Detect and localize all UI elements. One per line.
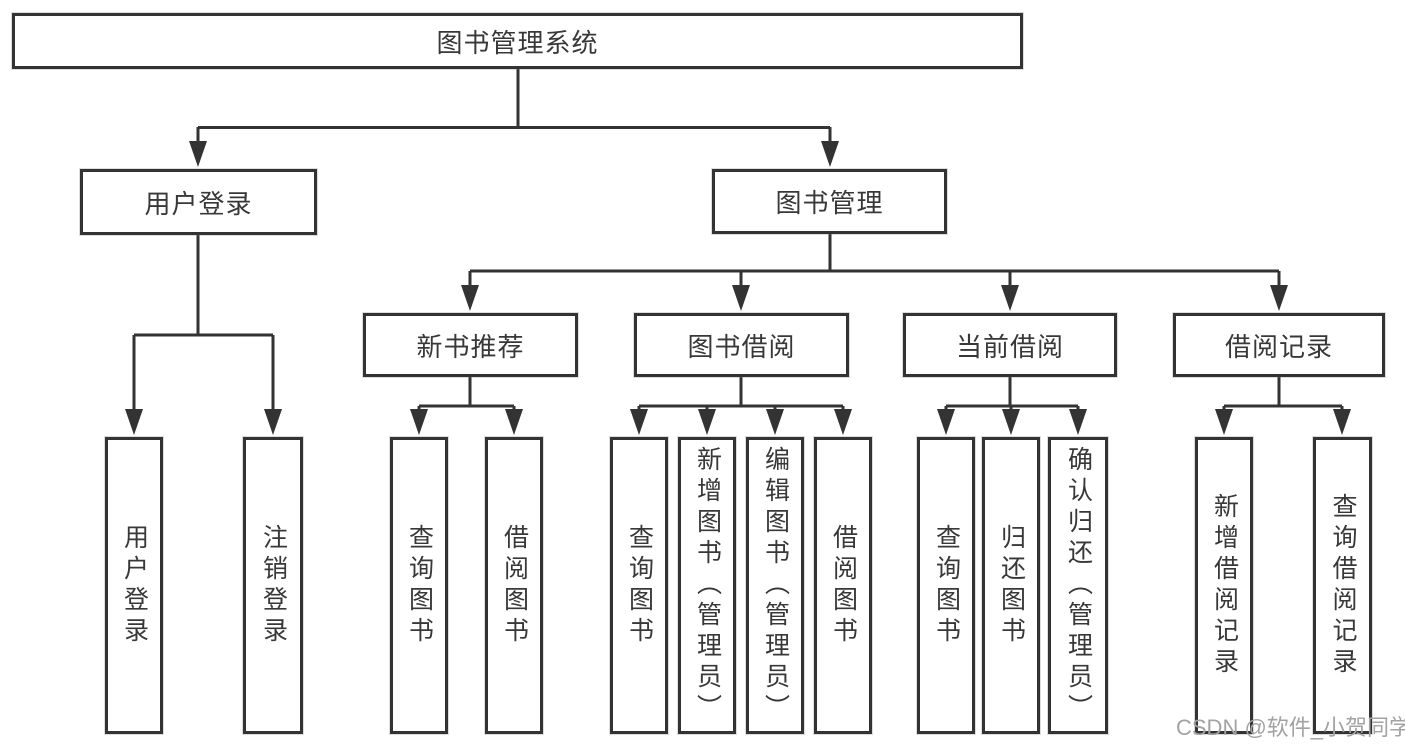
node-current-borrow-label: 当前借阅	[955, 331, 1064, 362]
leaf-return-book-label: 归还图书	[997, 523, 1026, 648]
leaf-query-borrow-record-label: 查询借阅记录	[1329, 492, 1357, 679]
leaf-user-login-label: 用户登录	[120, 523, 149, 648]
leaf-add-book-admin-label: 新增图书（管理员）	[693, 446, 722, 725]
node-root-label: 图书管理系统	[436, 27, 599, 58]
node-book-management-label: 图书管理	[775, 188, 884, 218]
node-current-borrow: 当前借阅	[903, 313, 1117, 377]
leaf-return-book: 归还图书	[982, 437, 1040, 734]
leaf-query-book-recommend: 查询图书	[390, 437, 448, 734]
leaf-query-borrow-record: 查询借阅记录	[1313, 437, 1372, 734]
node-book-management: 图书管理	[712, 169, 947, 234]
node-borrow-records: 借阅记录	[1173, 313, 1385, 377]
leaf-borrow-book-recommend: 借阅图书	[485, 437, 543, 734]
leaf-edit-book-admin: 编辑图书（管理员）	[746, 437, 804, 734]
leaf-query-book-current-label: 查询图书	[932, 523, 961, 648]
node-book-borrow: 图书借阅	[634, 313, 849, 377]
leaf-add-borrow-record-label: 新增借阅记录	[1210, 492, 1239, 679]
leaf-edit-book-admin-label: 编辑图书（管理员）	[761, 446, 790, 725]
node-borrow-records-label: 借阅记录	[1224, 331, 1333, 362]
arrowheads	[125, 141, 1351, 435]
leaf-query-book-borrow: 查询图书	[610, 437, 668, 734]
leaf-query-book-recommend-label: 查询图书	[405, 523, 434, 648]
leaf-query-book-current: 查询图书	[917, 437, 975, 734]
node-new-book-recommend-label: 新书推荐	[416, 331, 525, 362]
node-user-login: 用户登录	[80, 169, 317, 235]
leaf-user-login: 用户登录	[105, 437, 163, 734]
node-book-borrow-label: 图书借阅	[687, 331, 796, 362]
leaf-query-book-borrow-label: 查询图书	[625, 523, 654, 648]
watermark: CSDN @软件_小贺同学	[1176, 715, 1405, 740]
leaf-logout: 注销登录	[243, 437, 303, 734]
leaf-borrow-book: 借阅图书	[814, 437, 872, 734]
leaf-logout-label: 注销登录	[259, 523, 288, 648]
node-new-book-recommend: 新书推荐	[363, 313, 578, 377]
leaf-add-borrow-record: 新增借阅记录	[1195, 437, 1253, 734]
node-user-login-label: 用户登录	[144, 188, 253, 219]
node-root-system: 图书管理系统	[12, 13, 1023, 69]
leaf-add-book-admin: 新增图书（管理员）	[678, 437, 736, 734]
leaf-confirm-return-admin: 确认归还（管理员）	[1048, 437, 1108, 734]
leaf-borrow-book-label: 借阅图书	[829, 523, 858, 648]
leaf-borrow-book-recommend-label: 借阅图书	[500, 523, 529, 648]
leaf-confirm-return-admin-label: 确认归还（管理员）	[1064, 446, 1093, 725]
